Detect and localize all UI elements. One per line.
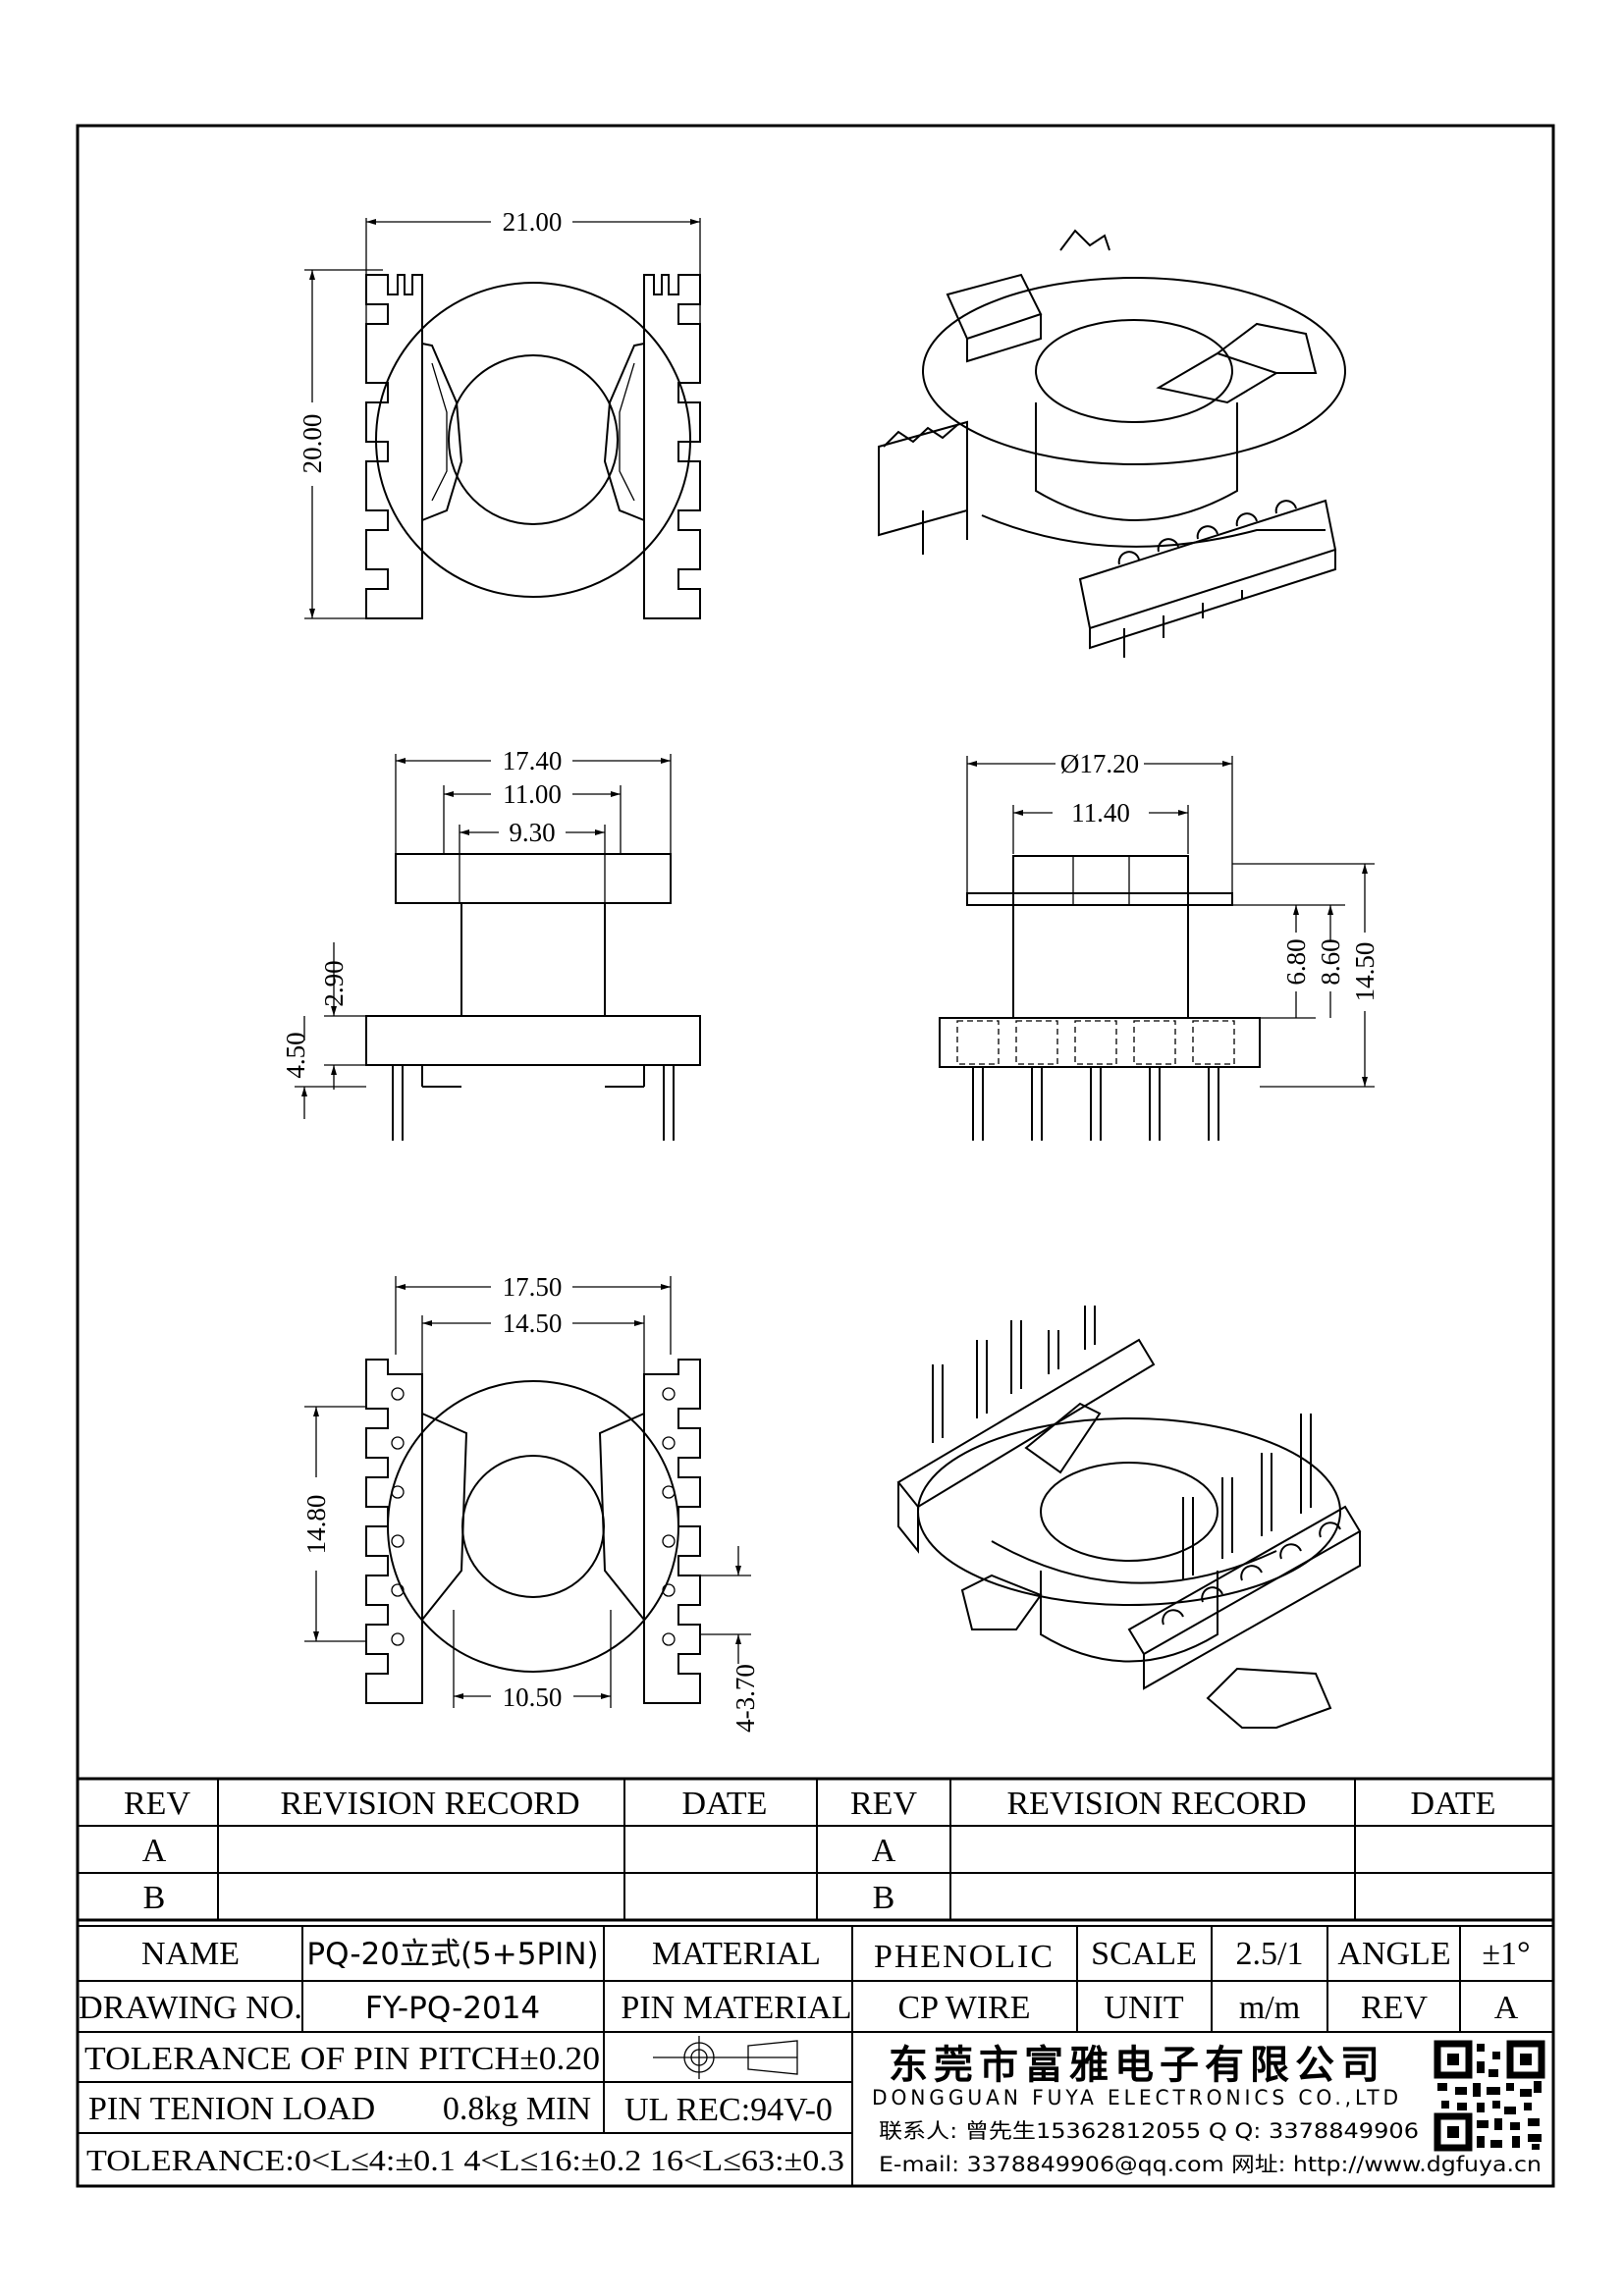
isometric-view-top — [878, 229, 1346, 658]
bottom-view: 17.50 14.50 10.50 14.80 4-3.70 — [301, 1272, 760, 1733]
ul-rec: UL REC:94V-0 — [624, 2092, 833, 2128]
dim-side-d2: 11.40 — [1071, 798, 1130, 828]
unit-label: UNIT — [1104, 1990, 1183, 2026]
qr-code-icon — [1434, 2040, 1545, 2152]
date-header-right: DATE — [1411, 1786, 1496, 1822]
rev-row-a-left: A — [142, 1833, 167, 1869]
company-name-en: DONGGUAN FUYA ELECTRONICS CO.,LTD — [872, 2086, 1402, 2109]
drawing-no-value: FY-PQ-2014 — [365, 1991, 540, 2026]
tolerance-general: TOLERANCE:0<L≤4:±0.1 4<L≤16:±0.2 16<L≤63… — [86, 2143, 844, 2177]
scale-value: 2.5/1 — [1236, 1936, 1304, 1972]
front-view: 17.40 11.00 9.30 2.90 4.50 — [281, 746, 701, 1141]
dim-front-d5: 4.50 — [281, 1032, 310, 1078]
revision-record-header-left: REVISION RECORD — [280, 1786, 579, 1822]
top-view: 21.00 20.00 — [298, 207, 701, 619]
rev-label: REV — [1361, 1990, 1428, 2026]
material-label: MATERIAL — [652, 1936, 821, 1972]
pin-material-label: PIN MATERIAL — [621, 1990, 851, 2026]
rev-header-left: REV — [124, 1786, 190, 1822]
rev-row-b-left: B — [143, 1880, 166, 1916]
title-block: REV REVISION RECORD DATE REV REVISION RE… — [78, 1777, 1553, 2186]
name-label: NAME — [141, 1936, 240, 1972]
unit-value: m/m — [1239, 1990, 1300, 2026]
dim-front-d2: 11.00 — [503, 779, 562, 809]
dim-side-d4: 8.60 — [1316, 938, 1345, 985]
dim-side-d1: Ø17.20 — [1060, 749, 1139, 778]
dim-side-d5: 14.50 — [1350, 942, 1380, 1002]
material-value: PHENOLIC — [874, 1939, 1055, 1975]
dim-side-d3: 6.80 — [1281, 938, 1311, 985]
dim-front-d4: 2.90 — [319, 960, 349, 1006]
tolerance-pin-pitch: TOLERANCE OF PIN PITCH±0.20 — [84, 2041, 600, 2077]
pin-material-value: CP WIRE — [897, 1990, 1030, 2026]
dim-bottom-d3: 14.80 — [301, 1495, 331, 1555]
scale-label: SCALE — [1091, 1936, 1197, 1972]
pin-tension-label: PIN TENION LOAD — [88, 2091, 375, 2127]
date-header-left: DATE — [682, 1786, 768, 1822]
contact-line: 联系人: 曾先生15362812055 Q Q: 3378849906 — [879, 2119, 1419, 2143]
dim-bottom-d4: 10.50 — [503, 1682, 563, 1712]
dim-bottom-d5: 4-3.70 — [731, 1664, 760, 1733]
pin-tension-value: 0.8kg MIN — [443, 2091, 591, 2127]
rev-value: A — [1494, 1990, 1519, 2026]
projection-symbol-icon — [653, 2036, 798, 2079]
side-view: Ø17.20 11.40 6.80 — [939, 749, 1380, 1141]
dim-front-d3: 9.30 — [509, 818, 555, 847]
email-line: E-mail: 3378849906@qq.com 网址: http://www… — [879, 2153, 1542, 2176]
sheet-border — [76, 124, 1555, 2188]
dim-top-height: 20.00 — [298, 414, 327, 474]
angle-value: ±1° — [1482, 1936, 1530, 1972]
rev-header-right: REV — [850, 1786, 917, 1822]
dim-bottom-d1: 17.50 — [503, 1272, 563, 1302]
dim-front-d1: 17.40 — [503, 746, 563, 775]
isometric-view-bottom — [896, 1306, 1362, 1729]
angle-label: ANGLE — [1337, 1936, 1450, 1972]
rev-row-a-right: A — [872, 1833, 896, 1869]
drawing-no-label: DRAWING NO. — [79, 1990, 302, 2026]
company-name-cn: 东莞市富雅电子有限公司 — [889, 2043, 1385, 2088]
rev-row-b-right: B — [873, 1880, 895, 1916]
name-value: PQ-20立式(5+5PIN) — [306, 1937, 598, 1972]
dim-bottom-d2: 14.50 — [503, 1308, 563, 1338]
revision-record-header-right: REVISION RECORD — [1006, 1786, 1306, 1822]
dim-top-width: 21.00 — [503, 207, 563, 237]
